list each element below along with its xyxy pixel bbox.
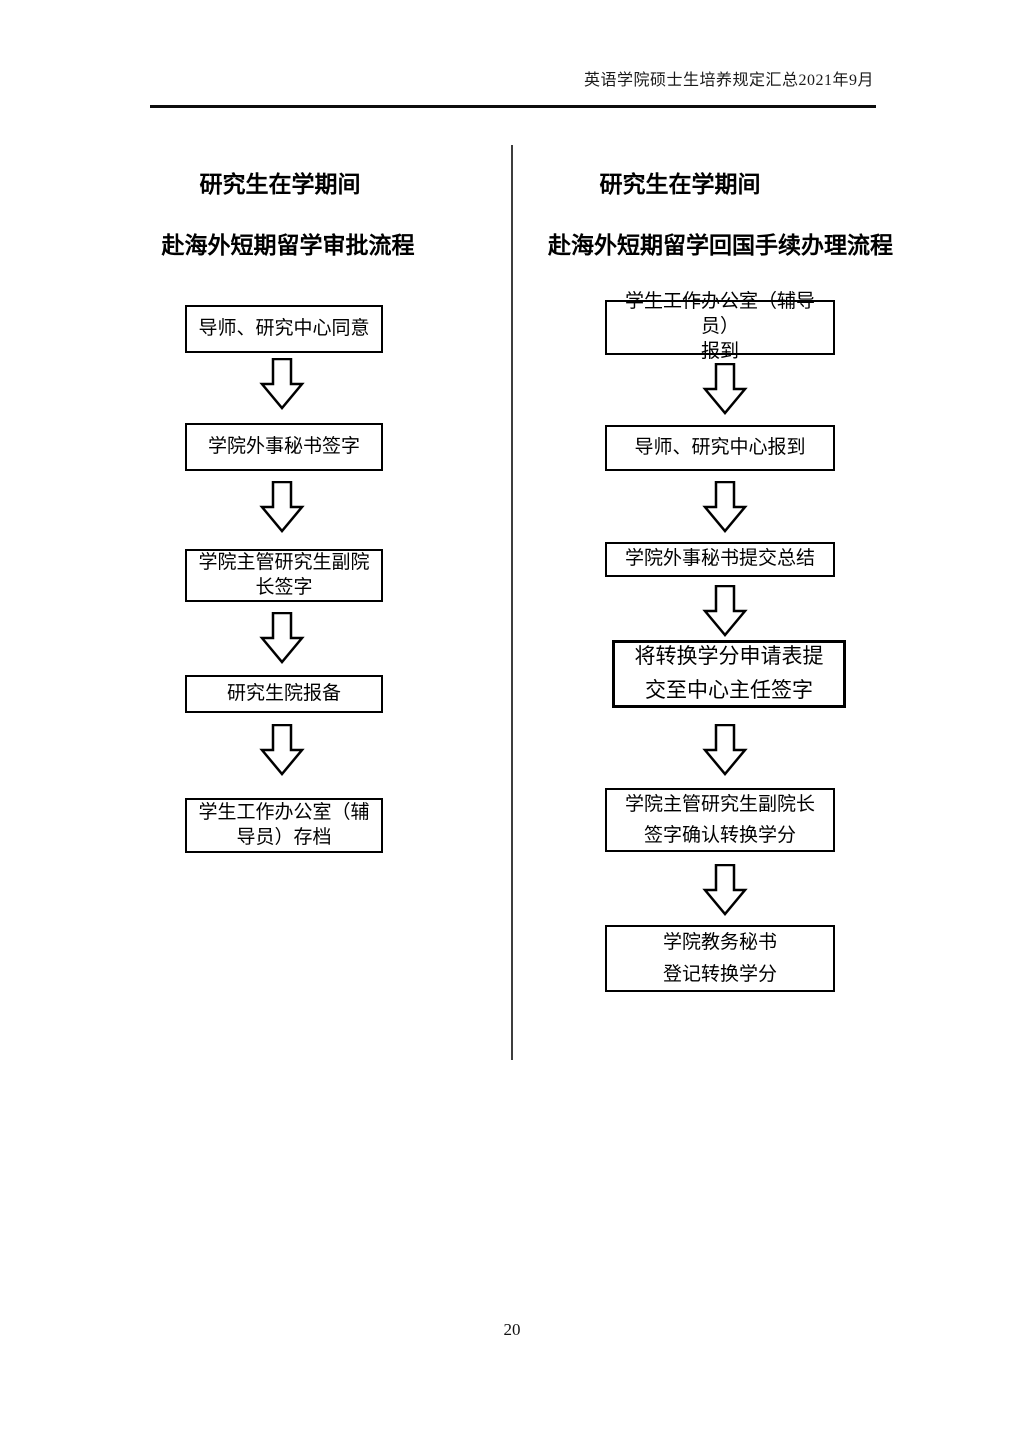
down-arrow-icon [702,585,748,637]
header-rule [150,105,876,108]
flow-step-box: 学生工作办公室（辅导员） 报到 [605,291,835,362]
flow-step-box: 学院主管研究生副院 长签字 [185,549,383,602]
column-divider-line [511,145,513,1060]
left-flowchart-subtitle: 赴海外短期留学审批流程 [161,233,415,258]
down-arrow-icon [259,612,305,664]
flow-step-box: 导师、研究中心报到 [605,425,835,471]
flow-step-box: 学生工作办公室（辅 导员）存档 [185,798,383,853]
down-arrow-icon [259,481,305,533]
flow-step-box: 将转换学分申请表提 交至中心主任签字 [612,640,846,708]
right-flowchart-title: 研究生在学期间 [599,172,761,197]
flow-step-box: 导师、研究中心同意 [185,305,383,353]
down-arrow-icon [259,358,305,410]
flow-step-box: 学院教务秘书 登记转换学分 [605,925,835,992]
down-arrow-icon [259,724,305,776]
page-header-text: 英语学院硕士生培养规定汇总2021年9月 [583,72,874,89]
down-arrow-icon [702,724,748,776]
flow-step-box: 学院主管研究生副院长 签字确认转换学分 [605,788,835,852]
down-arrow-icon [702,481,748,533]
page-number: 20 [503,1320,521,1339]
flow-step-box: 研究生院报备 [185,675,383,713]
down-arrow-icon [702,363,748,415]
left-flowchart-title: 研究生在学期间 [199,172,361,197]
flow-step-box: 学院外事秘书提交总结 [605,542,835,577]
flow-step-box: 学院外事秘书签字 [185,423,383,471]
down-arrow-icon [702,864,748,916]
right-flowchart-subtitle: 赴海外短期留学回国手续办理流程 [548,233,893,258]
